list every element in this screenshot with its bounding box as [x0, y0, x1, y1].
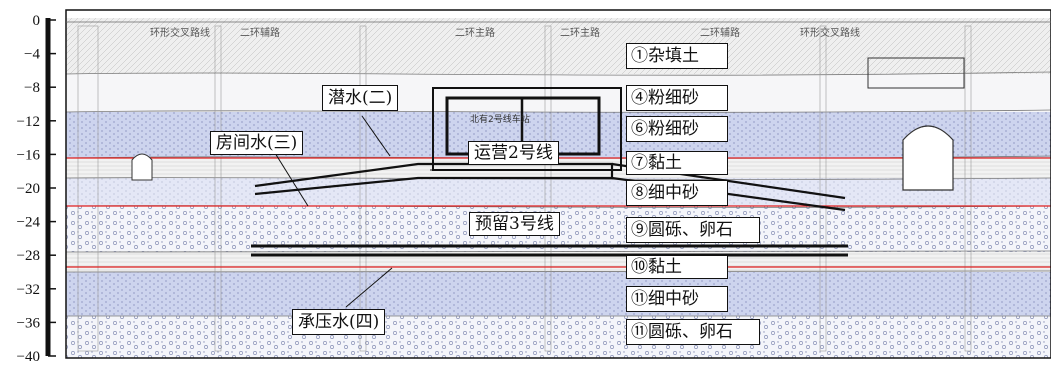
depth-tick-label: −8: [24, 80, 40, 96]
interlayer-water-callout: 房间水(三): [210, 131, 304, 155]
road-label-4: 二环主路: [560, 26, 600, 39]
layer-label-3: ⑥粉细砂: [626, 116, 728, 142]
depth-tick-label: −4: [24, 47, 40, 63]
depth-tick-label: −32: [17, 282, 40, 298]
phreatic-water-callout: 潜水(二): [322, 85, 399, 111]
layer-label-4: ⑦黏土: [626, 151, 728, 175]
road-label-6: 环形交叉路线: [800, 26, 860, 39]
depth-tick-label: 0: [33, 13, 41, 29]
confined-water-callout: 承压水(四): [292, 309, 386, 335]
depth-tick-label: −24: [17, 215, 41, 231]
depth-tick-label: −20: [17, 181, 40, 197]
line2-label: 运营2号线: [468, 141, 559, 165]
layer-label-1: ①杂填土: [626, 43, 728, 69]
road-label-2: 二环辅路: [240, 26, 280, 39]
depth-tick-label: −12: [17, 114, 40, 130]
clay-band-upper: [66, 158, 1051, 178]
fill-soil-band: [66, 18, 1051, 74]
depth-tick-label: −40: [17, 349, 40, 365]
layer-label-7: ⑩黏土: [626, 255, 728, 279]
depth-tick-label: −16: [17, 147, 41, 163]
road-label-3: 二环主路: [455, 26, 495, 39]
layer-label-6: ⑨圆砾、卵石: [626, 217, 760, 243]
line3-tunnel: [251, 244, 848, 257]
layer-label-2: ④粉细砂: [626, 85, 728, 111]
right-passage-structure: [867, 57, 965, 191]
section-frame: [65, 9, 1051, 359]
station-plaque: 北有2号线车站: [470, 113, 530, 125]
line3-label: 预留3号线: [469, 212, 560, 236]
callout-pointers: [274, 115, 393, 308]
silty-sand-band-upper: [66, 74, 1051, 112]
layer-label-5: ⑧细中砂: [626, 180, 728, 206]
strata: [65, 18, 1051, 358]
layer-label-9: ⑪圆砾、卵石: [626, 319, 760, 345]
gravel-band-lower: [66, 316, 1051, 358]
fine-medium-sand-band-lower: [66, 272, 1051, 316]
layer-label-8: ⑪细中砂: [626, 286, 728, 312]
road-labels: 环形交叉路线 二环辅路 二环主路 二环主路 二环辅路 环形交叉路线: [150, 26, 860, 39]
left-passage-structure: [131, 153, 153, 181]
depth-tick-label: −28: [17, 248, 40, 264]
depth-axis: 0 −4 −8 −12 −16 −20 −24 −28 −32 −36 −40: [17, 13, 56, 365]
depth-tick-label: −36: [17, 315, 41, 331]
road-label-5: 二环辅路: [700, 26, 740, 39]
fine-medium-sand-band: [66, 178, 1051, 206]
road-label-1: 环形交叉路线: [150, 26, 210, 39]
